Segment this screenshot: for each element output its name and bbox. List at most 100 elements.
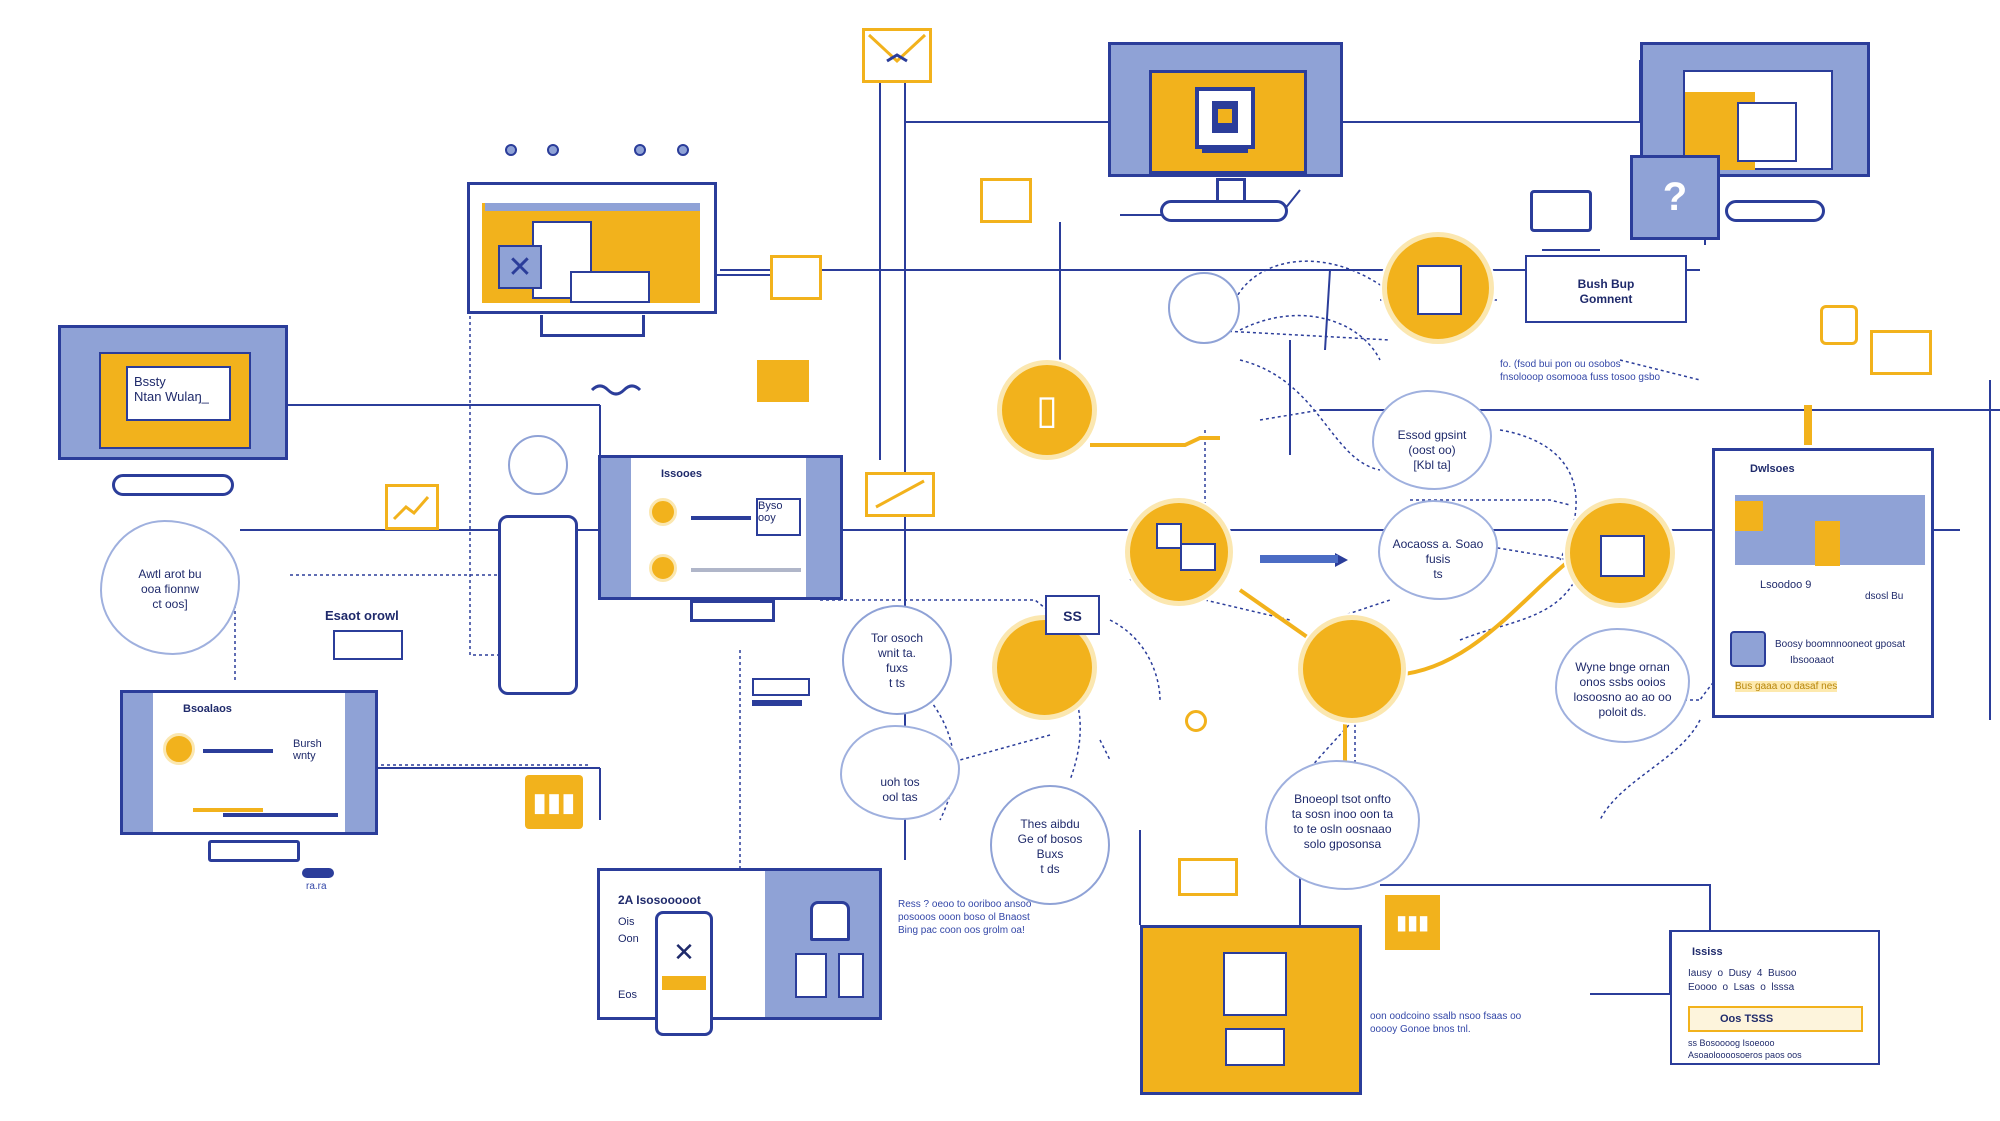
image-icon[interactable] — [1125, 498, 1233, 606]
row-text: Lsoodoo 9 — [1760, 579, 1812, 591]
person-icon — [649, 554, 677, 582]
panel-bottom-middle[interactable] — [1140, 925, 1362, 1095]
close-icon[interactable]: ✕ — [673, 936, 695, 967]
envelope-icon[interactable] — [862, 28, 932, 83]
panel-bottom-right[interactable]: Ississ Iausy o Dusy 4 Busoo Eoooo o Lsas… — [1670, 930, 1880, 1065]
laptop-window[interactable]: ✕ — [467, 182, 717, 314]
handle-pill — [752, 700, 802, 706]
mobile-mockup[interactable]: ✕ — [655, 911, 713, 1036]
panel-right[interactable]: Dwlsoes Lsoodoo 9 dsosl Bu Boosy boomnno… — [1712, 448, 1934, 718]
person-icon — [1223, 952, 1287, 1016]
package-icon[interactable] — [1382, 232, 1494, 344]
info-card[interactable]: Bush Bup Gomnent — [1525, 255, 1687, 323]
image-icon[interactable] — [1870, 330, 1932, 375]
status-marker — [1804, 405, 1812, 445]
panel-left-bottom[interactable]: Bsoalaos Bursh wnty — [120, 690, 378, 835]
row-text: Eos — [618, 989, 637, 1001]
person-icon — [649, 498, 677, 526]
monitor-stand-base — [690, 600, 775, 622]
info-blob-left: Awtl arot bu ooa fionnw ct oos] — [100, 520, 240, 655]
phone-badge-card[interactable]: SS — [1045, 595, 1100, 635]
note-text: Ress ? oeoo to ooriboo ansoo posooos ooo… — [898, 899, 1032, 936]
blob-text: Essod gpsint (oost oo) [Kbl ta] — [1397, 428, 1467, 472]
bar-chart-icon[interactable]: ▮▮▮ — [1385, 895, 1440, 950]
bar-chart-icon[interactable]: ▮▮▮ — [525, 775, 583, 829]
blob-text: Bnoeopl tsot onfto ta sosn inoo oon ta t… — [1291, 792, 1394, 851]
panel-title: Ississ — [1692, 946, 1723, 958]
info-blob: Tor osoch wnit ta. fuxs t ts — [842, 605, 952, 715]
row-text: Ibsooaaot — [1790, 655, 1834, 666]
blob-text: Thes aibdu Ge of bosos Buxs t ds — [1017, 817, 1083, 876]
blob-text: Awtl arot bu ooa fionnw ct oos] — [138, 567, 202, 611]
note-text: fo. (fsod bui pon ou osobos fnsolooop os… — [1500, 359, 1661, 383]
signal-icon — [505, 140, 695, 170]
headset-icon[interactable] — [1730, 631, 1766, 667]
box-icon — [1225, 1028, 1285, 1066]
info-blob: Essod gpsint (oost oo) [Kbl ta] — [1372, 390, 1492, 490]
hat-icon[interactable] — [508, 435, 568, 495]
person-icon[interactable] — [1168, 272, 1240, 344]
panel-bottom-center[interactable]: 2A Isosooooot Ois Oon Eos ✕ — [597, 868, 882, 1036]
panel-sub: Byso ooy — [756, 498, 801, 536]
close-icon[interactable]: ✕ — [498, 245, 542, 289]
wave-icon — [590, 380, 642, 400]
col-text: Eoooo o Lsas o lsssa — [1688, 982, 1795, 993]
footer-text: Asoaoloooosoeros paos oos — [1688, 1050, 1802, 1060]
row-text: Oon — [618, 933, 639, 945]
monitor-top-right[interactable] — [1640, 42, 1870, 177]
connector-node — [752, 678, 810, 696]
tablet-icon[interactable] — [838, 953, 864, 998]
monitor-stand-base — [1160, 200, 1288, 222]
laptop-base — [540, 315, 645, 337]
row-text: Boosy boomnnooneot gposat — [1775, 639, 1906, 650]
panel-center[interactable]: Issooes Byso ooy — [598, 455, 843, 600]
envelope-icon[interactable] — [865, 472, 935, 517]
blob-text: Tor osoch wnit ta. fuxs t ts — [870, 631, 924, 690]
row-text: Ois — [618, 916, 635, 928]
note-text: oon oodcoino ssalb nsoo fsaas oo ooooy G… — [1370, 1011, 1522, 1035]
chart-icon[interactable] — [385, 484, 439, 530]
blob-text: uoh tos ool tas — [880, 775, 920, 804]
handle-pill — [302, 868, 334, 878]
lock-icon[interactable] — [1820, 305, 1858, 345]
envelope-icon[interactable] — [770, 255, 822, 300]
monitor-top-center[interactable] — [1108, 42, 1343, 219]
person-icon[interactable] — [1298, 615, 1406, 723]
phone-icon[interactable]: ▯ — [997, 360, 1097, 460]
panel-sub: Bursh wnty — [293, 738, 322, 762]
bag-icon[interactable] — [1565, 498, 1675, 608]
panel-title: 2A Isosooooot — [618, 893, 701, 907]
monitor-stand-base — [208, 840, 300, 862]
info-blob: Bnoeopl tsot onfto ta sosn inoo oon ta t… — [1265, 760, 1420, 890]
envelope-icon[interactable] — [1178, 858, 1238, 896]
left-card[interactable] — [333, 630, 403, 660]
monitor-stand-base — [112, 474, 234, 496]
envelope-icon[interactable] — [980, 178, 1032, 223]
envelope-icon[interactable] — [1530, 190, 1592, 232]
panel-badge: ra.ra — [306, 881, 327, 892]
question-icon[interactable]: ? — [1630, 155, 1720, 240]
blob-text: Wyne bnge ornan onos ssbs ooios losoosno… — [1573, 660, 1672, 719]
row-text: Bus gaaa oo dasaf nes — [1735, 681, 1838, 692]
monitor-stand-base — [1725, 200, 1825, 222]
info-blob: Thes aibdu Ge of bosos Buxs t ds — [990, 785, 1110, 905]
ticket-row[interactable]: Oos TSSS — [1688, 1006, 1863, 1032]
info-blob: Aocaoss a. Soao fusis ts — [1378, 500, 1498, 600]
lock-icon[interactable] — [810, 901, 850, 941]
monitor-left[interactable]: Bssty Ntan Wulaŋ_ — [58, 325, 288, 460]
person-icon — [163, 733, 195, 765]
panel-title: Issooes — [661, 468, 702, 480]
check-dot[interactable] — [1185, 710, 1207, 732]
blob-text: Aocaoss a. Soao fusis ts — [1392, 537, 1484, 581]
monitor-screen — [1149, 70, 1307, 174]
info-blob: Wyne bnge ornan onos ssbs ooios losoosno… — [1555, 628, 1690, 743]
left-label: Esaot orowl — [325, 608, 399, 623]
col-text: Iausy o Dusy 4 Busoo — [1688, 968, 1797, 979]
tablet-icon[interactable] — [498, 515, 578, 695]
panel-title: Dwlsoes — [1750, 463, 1795, 475]
bar-chart-icon[interactable] — [757, 360, 809, 402]
monitor-screen-text: Bssty Ntan Wulaŋ_ — [126, 366, 231, 421]
footer-text: ss Bosoooog Isoeooo — [1688, 1038, 1775, 1048]
document-icon[interactable] — [795, 953, 827, 998]
